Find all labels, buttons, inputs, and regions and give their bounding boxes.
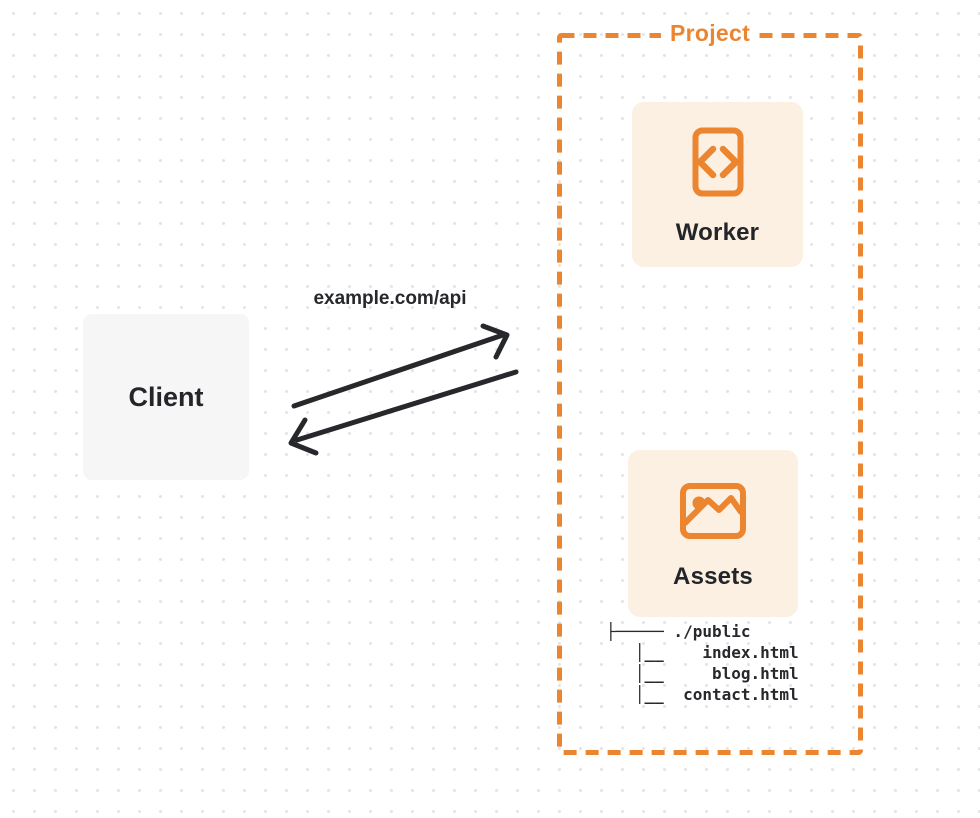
request-arrow-shaft	[291, 332, 506, 409]
assets-label: Assets	[673, 563, 753, 590]
response-arrow-shaft	[294, 369, 519, 443]
client-box: Client	[83, 314, 249, 480]
client-label: Client	[128, 381, 204, 412]
assets-card: Assets	[628, 450, 798, 617]
worker-card: Worker	[632, 102, 803, 267]
code-icon	[692, 127, 744, 197]
worker-label: Worker	[675, 219, 760, 246]
file-tree: ├───── ./public │__ index.html │__ blog.…	[606, 622, 799, 704]
request-arrow-head	[480, 323, 510, 360]
request-url-label: example.com/api	[313, 288, 467, 309]
project-label: Project	[660, 20, 760, 47]
response-arrow-head	[288, 417, 319, 456]
image-icon	[680, 483, 746, 539]
